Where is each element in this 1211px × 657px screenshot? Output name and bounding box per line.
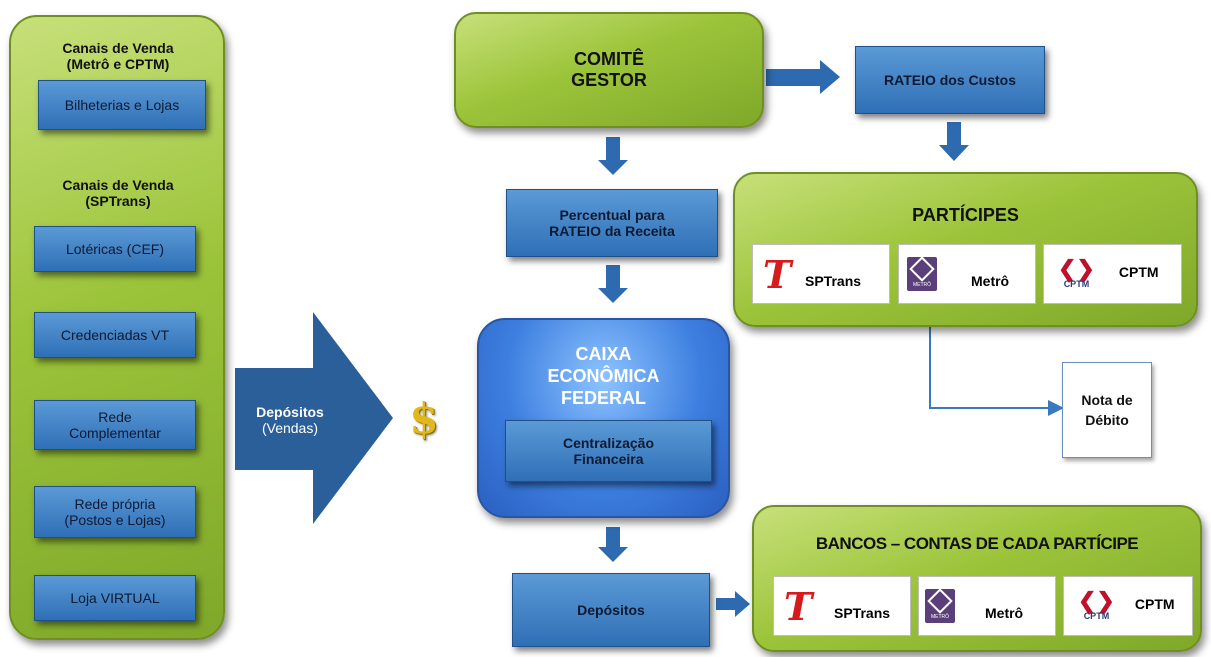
banco-card-metro: METRÔ Metrô <box>918 576 1056 636</box>
caixa-title: CAIXA ECONÔMICA FEDERAL <box>547 344 660 408</box>
nota-debito-document: Nota de Débito <box>1062 362 1152 458</box>
big-arrow-label: Depósitos (Vendas) <box>240 400 340 440</box>
bilheterias-box: Bilheterias e Lojas <box>38 80 206 130</box>
arrow-caixa-down <box>598 527 628 562</box>
banco-name: CPTM <box>1134 596 1175 612</box>
participe-card-cptm: ❮❯ CPTM CPTM <box>1043 244 1182 304</box>
cptm-logo-text: CPTM <box>1063 279 1090 289</box>
banco-card-cptm: ❮❯ CPTM CPTM <box>1063 576 1193 636</box>
arrow-rateio-down <box>939 122 969 161</box>
sptrans-logo-icon: T <box>763 251 792 297</box>
cptm-logo-text: CPTM <box>1083 611 1110 621</box>
dollar-icon: $ <box>409 393 439 443</box>
big-deposit-arrow <box>235 312 393 524</box>
line-to-nota <box>798 312 1064 416</box>
bancos-title: BANCOS – CONTAS DE CADA PARTÍCIPE <box>815 534 1139 553</box>
banco-name: Metrô <box>985 605 1024 621</box>
participes-title: PARTÍCIPES <box>912 204 1019 225</box>
cptm-logo-icon: ❮❯ CPTM <box>1058 256 1095 290</box>
sptrans-channels-title: Canais de Venda (SPTrans) <box>62 177 174 209</box>
cptm-logo-icon: ❮❯ CPTM <box>1078 588 1115 622</box>
arrow-comite-to-rateio <box>766 60 840 94</box>
metro-logo-icon: METRÔ <box>907 256 937 291</box>
metro-logo-text: METRÔ <box>930 614 950 620</box>
participe-card-metro: METRÔ Metrô <box>898 244 1036 304</box>
metro-cptm-channels-title: Canais de Venda (Metrô e CPTM) <box>62 40 174 72</box>
arrow-comite-down <box>598 137 628 175</box>
participe-name: Metrô <box>971 273 1010 289</box>
channel-item: Credenciadas VT <box>34 312 196 358</box>
big-arrow-label-sub: (Vendas) <box>261 420 319 436</box>
metro-logo-text: METRÔ <box>912 282 932 288</box>
channel-item: Lotéricas (CEF) <box>34 226 196 272</box>
rateio-custos-box: RATEIO dos Custos <box>855 46 1045 114</box>
channel-item: Loja VIRTUAL <box>34 575 196 621</box>
participe-card-sptrans: T SPTrans <box>752 244 890 304</box>
participe-name: CPTM <box>1118 264 1159 280</box>
channel-item: Rede própria (Postos e Lojas) <box>34 486 196 538</box>
metro-logo-icon: METRÔ <box>925 588 955 623</box>
centralizacao-box: Centralização Financeira <box>505 420 712 482</box>
banco-card-sptrans: T SPTrans <box>773 576 911 636</box>
banco-name: SPTrans <box>834 605 891 621</box>
arrow-depositos-to-bancos <box>716 591 750 617</box>
arrow-percentual-down <box>598 265 628 303</box>
participe-name: SPTrans <box>805 273 862 289</box>
percentual-rateio-box: Percentual para RATEIO da Receita <box>506 189 718 257</box>
depositos-box: Depósitos <box>512 573 710 647</box>
channel-item: Rede Complementar <box>34 400 196 450</box>
comite-gestor-box: COMITÊ GESTOR <box>454 12 764 128</box>
big-arrow-label-bold: Depósitos <box>256 404 324 420</box>
sptrans-logo-icon: T <box>784 583 813 629</box>
caixa-economica-box <box>477 318 730 518</box>
